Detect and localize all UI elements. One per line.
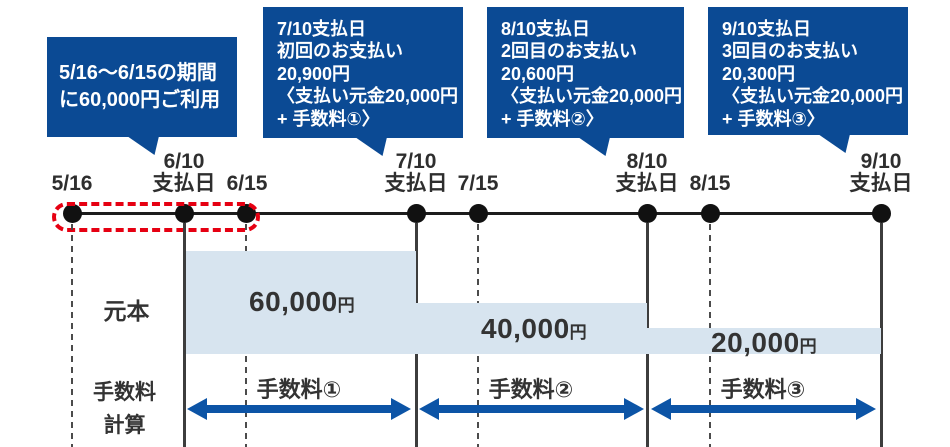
- callout-usage-period: 5/16〜6/15の期間 に60,000円ご利用: [47, 37, 237, 137]
- callout-tail-icon: [578, 137, 610, 156]
- callout-text-line: に60,000円ご利用: [59, 89, 221, 111]
- principal-band-40000: [416, 303, 647, 354]
- callout-text-line: 7/10支払日: [277, 19, 367, 39]
- amount-value: 60,000: [249, 286, 338, 317]
- callout-payment-second: 8/10支払日 2回目のお支払い 20,600円 〈支払い元金20,000円 +…: [487, 7, 684, 138]
- principal-amount-2: 40,000円: [481, 314, 587, 348]
- timeline-dot-7-15: [468, 204, 488, 223]
- callout-text-line: 初回のお支払い: [277, 41, 403, 62]
- principal-band-20000: [647, 328, 881, 354]
- date-text: 9/10: [860, 150, 902, 173]
- payment-day-text: 支払日: [615, 172, 679, 195]
- timeline-label-7-10: 7/10 支払日: [385, 151, 448, 195]
- callout-text-line: 〈支払い元金20,000円: [277, 86, 459, 107]
- callout-text-line: 9/10支払日: [722, 19, 812, 39]
- amount-unit: 円: [799, 337, 818, 356]
- callout-payment-first: 7/10支払日 初回のお支払い 20,900円 〈支払い元金20,000円 + …: [263, 7, 463, 138]
- timeline-dot-8-10: [637, 204, 657, 223]
- callout-text-line: 5/16〜6/15の期間: [59, 62, 217, 84]
- callout-text-line: + 手数料③〉: [722, 108, 825, 129]
- date-text: 8/10: [626, 150, 668, 173]
- principal-amount-3: 20,000円: [711, 328, 817, 362]
- callout-text-line: 20,900円: [277, 63, 351, 84]
- timeline-label-6-10: 6/10 支払日: [153, 151, 216, 195]
- callout-text-line: + 手数料②〉: [501, 108, 604, 129]
- gridline-solid-6-10: [182, 223, 186, 447]
- usage-period-highlight: [52, 202, 260, 232]
- callout-text-line: + 手数料①〉: [277, 108, 380, 129]
- fee-arrow-label-1: 手数料①: [256, 377, 342, 402]
- payment-day-text: 支払日: [384, 172, 448, 195]
- callout-tail-icon: [355, 137, 387, 156]
- amount-unit: 円: [569, 323, 588, 342]
- timeline-dot-7-10: [406, 204, 426, 223]
- callout-text-line: 20,300円: [722, 63, 796, 84]
- timeline-dot-6-10: [174, 204, 194, 223]
- gridline-dashed-5-16: [71, 224, 73, 447]
- date-text: 7/10: [395, 150, 437, 173]
- callout-text-line: 〈支払い元金20,000円: [501, 86, 683, 107]
- payment-day-text: 支払日: [849, 172, 913, 195]
- date-text: 6/10: [163, 150, 205, 173]
- payment-day-text: 支払日: [152, 172, 216, 195]
- amount-value: 20,000: [711, 327, 800, 358]
- amount-unit: 円: [337, 296, 356, 315]
- principal-amount-1: 60,000円: [249, 287, 355, 321]
- amount-value: 40,000: [481, 313, 570, 344]
- timeline-label-8-10: 8/10 支払日: [616, 151, 679, 195]
- fee-arrow-label-3: 手数料③: [720, 377, 806, 402]
- callout-text-line: 2回目のお支払い: [501, 41, 638, 62]
- principal-band-60000: [186, 251, 416, 354]
- timeline-dot-8-15: [700, 204, 720, 223]
- callout-text-line: 3回目のお支払い: [722, 41, 859, 62]
- timeline-label-6-15: 6/15: [226, 172, 268, 195]
- timeline-label-7-15: 7/15: [457, 172, 499, 195]
- fee-row-label-line1: 手数料: [93, 381, 156, 404]
- fee-arrow-label-2: 手数料②: [488, 377, 574, 402]
- gridline-solid-9-10: [879, 223, 883, 447]
- timeline-label-5-16: 5/16: [51, 172, 93, 195]
- callout-payment-third: 9/10支払日 3回目のお支払い 20,300円 〈支払い元金20,000円 +…: [708, 7, 908, 135]
- callout-tail-icon: [818, 134, 850, 153]
- principal-row-label: 元本: [103, 298, 150, 324]
- callout-text-line: 20,600円: [501, 63, 575, 84]
- fee-row-label: 手数料 計算: [67, 376, 182, 442]
- timeline-label-8-15: 8/15: [689, 172, 731, 195]
- callout-text-line: 8/10支払日: [501, 19, 591, 39]
- timeline-dot-9-10: [871, 204, 891, 223]
- timeline-label-9-10: 9/10 支払日: [850, 151, 913, 195]
- fee-row-label-line2: 計算: [103, 414, 146, 437]
- callout-text-line: 〈支払い元金20,000円: [722, 86, 904, 107]
